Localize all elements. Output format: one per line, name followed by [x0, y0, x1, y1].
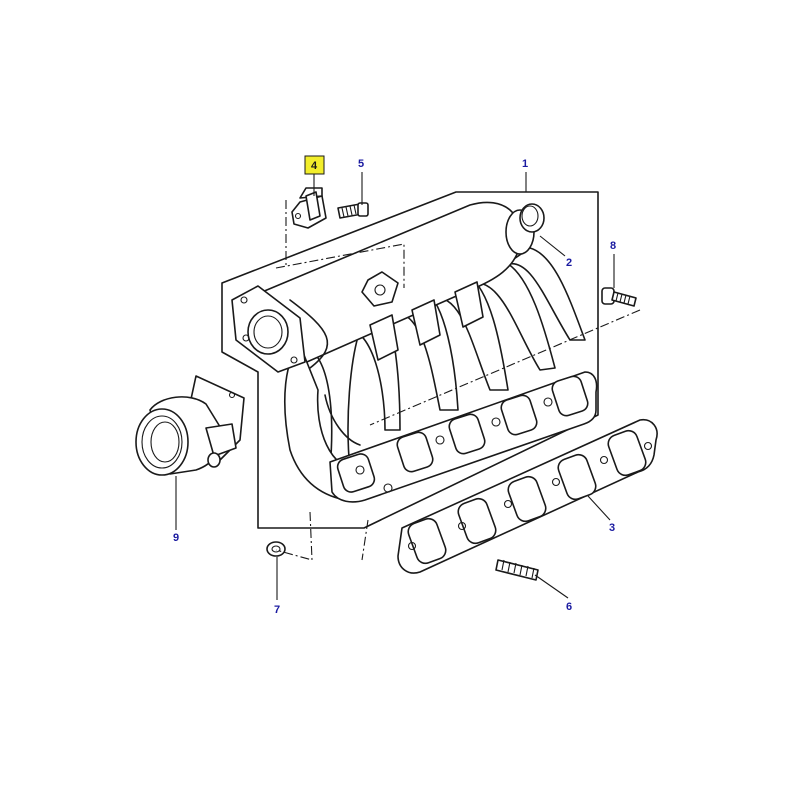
blanking-cap	[519, 203, 545, 233]
callout-9: 9	[173, 532, 179, 544]
callout-labels: 1 2 3 4 5 6 7 8 9	[173, 155, 616, 616]
throttle-body	[135, 375, 245, 476]
stud-part-6	[495, 559, 539, 581]
manifold-body	[231, 201, 586, 501]
alignment-lines	[275, 200, 641, 561]
assembly-boundary	[221, 191, 599, 529]
nut-part-7	[266, 541, 286, 557]
callout-4: 4	[311, 160, 318, 172]
callout-1: 1	[522, 158, 528, 170]
manifold-port-flange	[329, 371, 598, 503]
leader-lines	[175, 172, 615, 600]
callout-3: 3	[609, 522, 615, 534]
callout-6: 6	[566, 601, 572, 613]
callout-5: 5	[358, 158, 364, 170]
bolt-part-8	[601, 287, 637, 307]
callout-8: 8	[610, 240, 616, 252]
manifold-gasket	[397, 418, 658, 574]
callout-4-highlight	[304, 155, 325, 175]
callout-7: 7	[274, 604, 280, 616]
callout-2: 2	[566, 257, 572, 269]
sensor-part	[291, 187, 327, 229]
bolt-part-5	[337, 202, 369, 219]
